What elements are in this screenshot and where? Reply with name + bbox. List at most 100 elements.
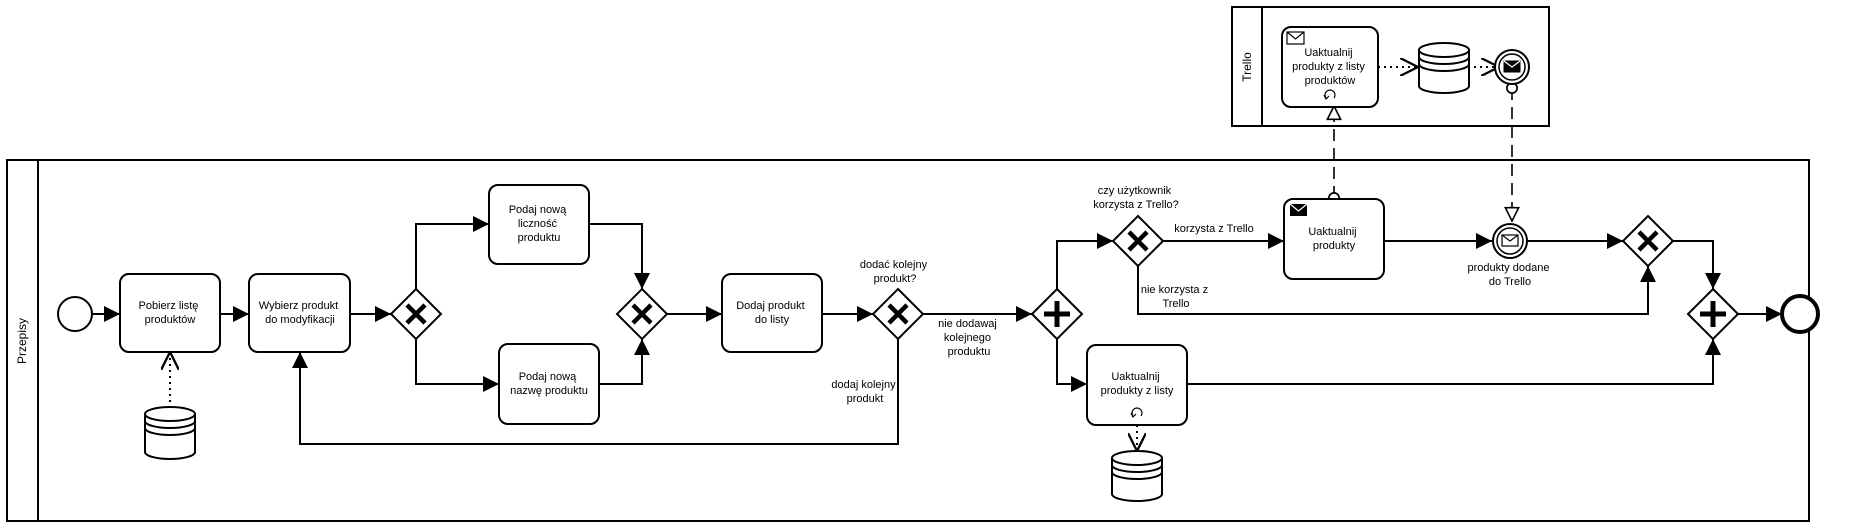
envelope-icon xyxy=(1501,234,1519,247)
envelope-filled-icon xyxy=(1503,60,1521,73)
gateway-exclusive-1 xyxy=(389,287,443,341)
flow-par1-uaktualnij-liste xyxy=(1056,339,1087,392)
task-podaj-licznosc: Podaj nową liczność produktu xyxy=(488,184,590,265)
flow-gw4-gw5-nie xyxy=(1137,266,1656,315)
task-podaj-nazwe: Podaj nową nazwę produktu xyxy=(498,343,600,425)
gateway-exclusive-5 xyxy=(1621,214,1675,268)
gateway-exclusive-2 xyxy=(615,287,669,341)
task-dodaj-produkt: Dodaj produkt do listy xyxy=(721,273,823,353)
label-dodac-kolejny-line1: dodać kolejny xyxy=(860,259,928,271)
x-icon xyxy=(1127,230,1149,252)
task-uaktualnij-line2: produkty xyxy=(1313,240,1356,252)
task-wybierz-line2: do modyfikacji xyxy=(265,314,335,326)
label-produkty-dodane-line1: produkty dodane xyxy=(1467,262,1549,274)
database-icon xyxy=(144,406,196,460)
svg-text:Pobierz listę produktów: Pobierz listę produktów xyxy=(139,300,202,326)
flow-gw1-licznosc xyxy=(415,216,489,289)
gateway-exclusive-4 xyxy=(1111,214,1165,268)
loop-icon xyxy=(1323,89,1336,101)
end-event xyxy=(1780,294,1820,334)
task-licznosc-line3: produktu xyxy=(518,232,561,244)
x-icon xyxy=(887,303,909,325)
label-korzysta: korzysta z Trello xyxy=(1174,223,1253,235)
task-nazwa-line1: Podaj nową xyxy=(519,371,577,383)
task-licznosc-line2: liczność xyxy=(518,218,558,230)
start-event xyxy=(57,296,93,332)
gateway-parallel-1 xyxy=(1030,287,1084,341)
label-nie-korzysta-line1: nie korzysta z xyxy=(1141,284,1208,296)
gateway-parallel-2 xyxy=(1686,287,1740,341)
x-icon xyxy=(631,303,653,325)
data-associations xyxy=(170,67,1499,451)
label-czy-trello: czy użytkownik korzysta z Trello? xyxy=(1093,185,1179,211)
label-nie-dodawaj: nie dodawaj kolejnego produktu xyxy=(938,318,1000,358)
task-trello-line1: Uaktualnij xyxy=(1304,47,1352,59)
plus-icon xyxy=(1044,301,1070,327)
task-pobierz-liste: Pobierz listę produktów xyxy=(119,273,221,353)
task-uaktualnij-produkty: Uaktualnij produkty xyxy=(1283,198,1385,280)
envelope-icon xyxy=(1286,31,1305,45)
trello-throw-message-event xyxy=(1494,49,1530,85)
task-uaktualnij-liste-line1: Uaktualnij xyxy=(1111,371,1159,383)
task-trello-uaktualnij: Uaktualnij produkty z listy produktów xyxy=(1281,26,1379,108)
svg-text:Uaktualnij produkty: Uaktualnij produkty xyxy=(1308,226,1359,252)
x-icon xyxy=(405,303,427,325)
database-icon xyxy=(1111,450,1163,502)
label-dodaj-kolejny: dodaj kolejny produkt xyxy=(831,379,898,405)
pool-trello-label: Trello xyxy=(1240,52,1254,82)
message-flows xyxy=(1334,88,1512,221)
flow-uaktualnij-liste-par2 xyxy=(1187,339,1721,385)
sequence-flows xyxy=(92,216,1782,445)
label-czy-trello-line1: czy użytkownik xyxy=(1098,185,1172,197)
task-trello-line3: produktów xyxy=(1305,75,1356,87)
label-dodac-kolejny-line2: produkt? xyxy=(874,273,917,285)
task-uaktualnij-liste: Uaktualnij produkty z listy xyxy=(1086,344,1188,426)
label-produkty-dodane: produkty dodane do Trello xyxy=(1467,262,1552,288)
intermediate-catch-message-event xyxy=(1492,223,1528,259)
plus-icon xyxy=(1700,301,1726,327)
x-icon xyxy=(1637,230,1659,252)
task-pobierz-line2: produktów xyxy=(145,314,196,326)
flow-licznosc-gw2 xyxy=(589,223,650,289)
loop-icon xyxy=(1130,407,1143,419)
task-trello-line2: produkty z listy xyxy=(1292,61,1365,73)
task-licznosc-line1: Podaj nową xyxy=(509,204,567,216)
svg-text:Podaj nową liczność: Podaj nową liczność produktu xyxy=(509,204,570,244)
label-nie-dodawaj-line2: kolejnego xyxy=(944,332,991,344)
flow-gw1-nazwa xyxy=(415,339,499,392)
gateway-exclusive-3 xyxy=(871,287,925,341)
envelope-filled-icon xyxy=(1289,203,1308,216)
flow-par1-gw4 xyxy=(1056,233,1113,289)
database-icon xyxy=(1418,42,1470,94)
label-produkty-dodane-line2: do Trello xyxy=(1489,276,1531,288)
task-nazwa-line2: nazwę produktu xyxy=(510,385,588,397)
task-uaktualnij-liste-line2: produkty z listy xyxy=(1101,385,1174,397)
svg-text:Dodaj produkt do listy: Dodaj produkt do listy xyxy=(736,300,808,326)
svg-text:Uaktualnij produkty z li: Uaktualnij produkty z listy xyxy=(1101,371,1174,397)
pool-trello: Trello xyxy=(1231,6,1550,127)
label-dodaj-kolejny-line1: dodaj kolejny xyxy=(831,379,896,391)
label-nie-korzysta-line2: Trello xyxy=(1162,298,1189,310)
task-wybierz-line1: Wybierz produkt xyxy=(259,300,338,312)
label-nie-dodawaj-line1: nie dodawaj xyxy=(938,318,997,330)
pool-przepisy: Przepisy xyxy=(6,159,1810,522)
task-dodaj-line1: Dodaj produkt xyxy=(736,300,805,312)
label-dodaj-kolejny-line2: produkt xyxy=(847,393,884,405)
task-uaktualnij-line1: Uaktualnij xyxy=(1308,226,1356,238)
pool-przepisy-label: Przepisy xyxy=(15,318,29,364)
label-nie-korzysta: nie korzysta z Trello xyxy=(1141,284,1211,310)
task-pobierz-line1: Pobierz listę xyxy=(139,300,199,312)
label-dodac-kolejny: dodać kolejny produkt? xyxy=(860,259,930,285)
flow-gw5-par2 xyxy=(1673,240,1721,289)
label-nie-dodawaj-line3: produktu xyxy=(948,346,991,358)
task-wybierz-produkt: Wybierz produkt do modyfikacji xyxy=(248,273,351,353)
flow-nazwa-gw2 xyxy=(599,339,650,385)
task-dodaj-line2: do listy xyxy=(755,314,790,326)
flow-gw3-wybierz-loop xyxy=(292,339,899,445)
svg-text:Wybierz produkt do modyf: Wybierz produkt do modyfikacji xyxy=(259,300,341,326)
svg-text:Uaktualnij produkty z li: Uaktualnij produkty z listy produktów xyxy=(1292,47,1368,87)
svg-text:Podaj nową nazwę produkt: Podaj nową nazwę produktu xyxy=(510,371,588,397)
label-czy-trello-line2: korzysta z Trello? xyxy=(1093,199,1179,211)
label-korzysta-line1: korzysta z Trello xyxy=(1174,223,1253,235)
